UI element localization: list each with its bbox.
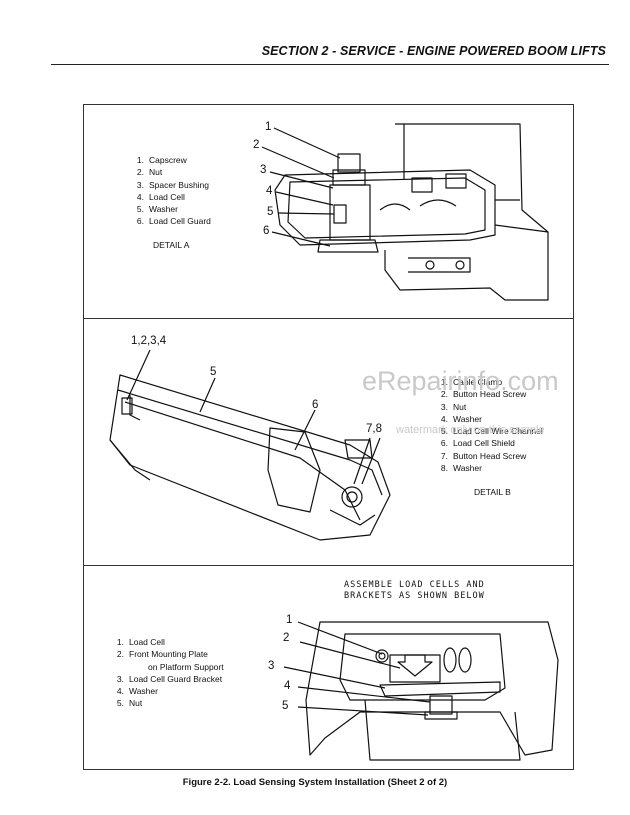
callout-c-3: 3 [268,660,275,672]
legend-item: 2.Button Head Screw [440,389,527,400]
detail-a-label: DETAIL A [153,240,190,250]
detail-b-legend: 1.Cable Clamp 2.Button Head Screw 3.Nut … [434,376,543,474]
callout-c-1: 1 [286,614,293,626]
callout-b-78: 7,8 [366,423,382,435]
assembly-note: ASSEMBLE LOAD CELLS AND BRACKETS AS SHOW… [344,580,485,601]
legend-item: 3.Load Cell Guard Bracket [116,673,223,684]
callout-a-1: 1 [265,121,272,133]
legend-item: 4.Load Cell [136,191,185,202]
watermark-text: watermark only on this sample [396,424,545,436]
legend-item: 3.Nut [440,401,467,412]
callout-a-2: 2 [253,139,260,151]
figure-caption: Figure 2-2. Load Sensing System Installa… [182,777,448,788]
detail-b-label: DETAIL B [474,487,511,497]
legend-item: 4.Washer [116,686,158,697]
panel-divider-1 [84,318,573,319]
detail-c-drawing [283,621,559,761]
legend-item: 7.Button Head Screw [440,450,527,461]
legend-item: 6.Load Cell Shield [440,438,515,449]
figure-frame [83,104,574,770]
header-rule [51,64,609,65]
panel-divider-2 [84,565,573,566]
section-header: SECTION 2 - SERVICE - ENGINE POWERED BOO… [261,44,606,58]
callout-c-4: 4 [284,680,291,692]
legend-item: 1.Load Cell [116,637,165,647]
watermark-site: eRepairinfo.com [362,366,559,396]
legend-item: 1.Capscrew [136,155,187,165]
legend-item: 4.Washer [440,413,482,424]
legend-item: 5.Washer [136,204,178,215]
legend-item: on Platform Support [148,661,224,672]
callout-c-5: 5 [282,700,289,712]
detail-a-legend: 1.Capscrew 2.Nut 3.Spacer Bushing 4.Load… [130,154,211,228]
legend-item: 2.Front Mounting Plate [116,649,208,660]
legend-item: 5.Load Cell Wire Channel [440,426,543,437]
detail-b-drawing [109,349,391,541]
legend-item: 1.Cable Clamp [440,377,503,387]
legend-item: 8.Washer [440,463,482,474]
callout-c-2: 2 [283,632,290,644]
legend-item: 3.Spacer Bushing [136,179,210,190]
legend-item: 6.Load Cell Guard [136,216,211,227]
callout-a-6: 6 [263,225,270,237]
legend-item: 5.Nut [116,698,143,709]
legend-item: 2.Nut [136,167,163,178]
callout-b-5: 5 [210,366,217,378]
detail-c-legend: 1.Load Cell 2.Front Mounting Plate on Pl… [110,636,224,710]
callout-b-6: 6 [312,399,319,411]
callout-a-3: 3 [260,164,267,176]
detail-a-drawing [261,123,549,301]
callout-a-5: 5 [267,206,274,218]
callout-b-1234: 1,2,3,4 [131,335,167,347]
callout-a-4: 4 [266,185,273,197]
